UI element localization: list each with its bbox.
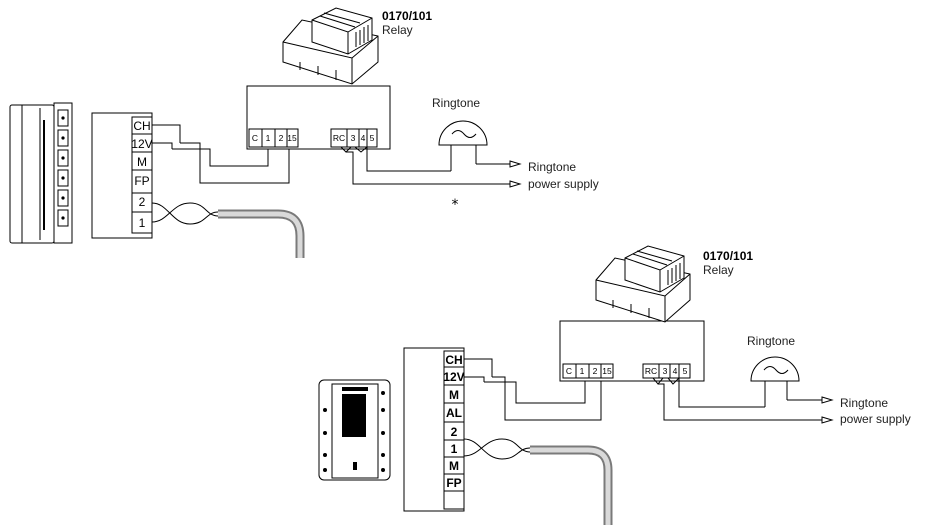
top-relay-term-3: 3 xyxy=(351,133,356,143)
bottom-relay-label: Relay xyxy=(703,263,734,277)
top-system: CH 12V M FP 2 1 xyxy=(9,7,599,258)
top-ringtone-label: Ringtone xyxy=(432,96,480,110)
top-term-m: M xyxy=(137,155,147,169)
bottom-output-label-line2: power supply xyxy=(840,412,911,426)
bottom-relay-term-1: 1 xyxy=(580,366,585,376)
bottom-term-m2: M xyxy=(449,459,459,473)
bottom-ringtone-label: Ringtone xyxy=(747,334,795,348)
top-relay-label: Relay xyxy=(382,23,413,37)
bottom-output-label-line1: Ringtone xyxy=(840,396,888,410)
bottom-terminal-block: CH 12V M AL 2 1 M FP xyxy=(403,347,465,512)
bottom-system: CH 12V M AL 2 1 M FP xyxy=(318,245,911,525)
bottom-term-al: AL xyxy=(446,406,462,420)
bottom-ringtone: Ringtone xyxy=(747,334,800,407)
top-term-1: 1 xyxy=(139,216,146,230)
bottom-term-2: 2 xyxy=(451,425,458,439)
bottom-relay-outputs: Ringtone power supply xyxy=(652,377,911,426)
top-relay-term-5: 5 xyxy=(370,133,375,143)
top-bus-cable xyxy=(151,202,305,258)
bottom-relay-term-c: C xyxy=(566,366,572,376)
top-relay-code: 0170/101 xyxy=(382,9,432,23)
bottom-term-fp: FP xyxy=(446,476,461,490)
top-relay-term-c: C xyxy=(252,133,258,143)
top-relay-term-1: 1 xyxy=(266,133,271,143)
bottom-relay-term-5: 5 xyxy=(683,366,688,376)
top-output-label-line2: power supply xyxy=(528,177,599,191)
top-relay-term-4: 4 xyxy=(361,133,366,143)
bottom-wires xyxy=(464,358,602,421)
top-terminal-block: CH 12V M FP 2 1 xyxy=(91,112,153,239)
bottom-relay-module-icon: 0170/101 Relay xyxy=(595,245,753,323)
top-term-12v: 12V xyxy=(131,137,152,151)
top-wires xyxy=(152,124,290,184)
bottom-relay-term-2: 2 xyxy=(593,366,598,376)
bottom-term-1: 1 xyxy=(451,442,458,456)
top-relay-box: C 1 2 15 RC 3 4 5 xyxy=(246,85,391,150)
top-handset-device xyxy=(9,102,73,244)
bottom-bus-cable xyxy=(463,438,613,525)
top-relay-term-rc: RC xyxy=(333,133,345,143)
bottom-relay-box: C 1 2 15 RC 3 4 5 xyxy=(559,320,705,382)
bottom-term-12v: 12V xyxy=(443,370,464,384)
bottom-relay-term-4: 4 xyxy=(673,366,678,376)
top-term-2: 2 xyxy=(139,195,146,209)
top-relay-term-15: 15 xyxy=(287,133,297,143)
bottom-relay-term-15: 15 xyxy=(602,366,612,376)
bottom-term-m: M xyxy=(449,388,459,402)
bottom-relay-code: 0170/101 xyxy=(703,249,753,263)
bottom-relay-term-3: 3 xyxy=(663,366,668,376)
top-relay-outputs: Ringtone power supply * xyxy=(340,146,599,213)
top-relay-term-2: 2 xyxy=(279,133,284,143)
bottom-term-ch: CH xyxy=(445,353,462,367)
bottom-relay-term-rc: RC xyxy=(645,366,657,376)
top-relay-module-icon: 0170/101 Relay xyxy=(282,7,432,85)
top-ringtone: Ringtone xyxy=(432,96,488,171)
top-term-fp: FP xyxy=(134,174,149,188)
top-note-asterisk: * xyxy=(452,197,459,213)
bottom-monitor-device xyxy=(318,379,391,481)
top-term-ch: CH xyxy=(133,119,150,133)
top-output-label-line1: Ringtone xyxy=(528,160,576,174)
